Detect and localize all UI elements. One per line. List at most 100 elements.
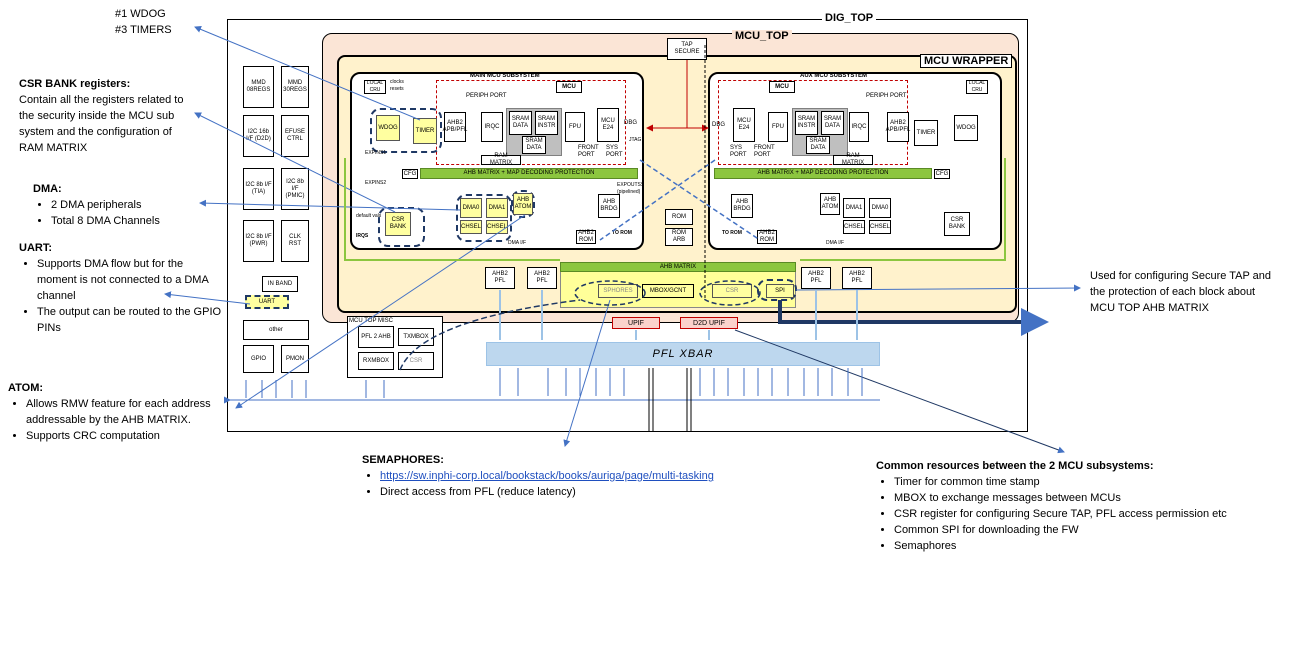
common-note-item: MBOX to exchange messages between MCUs (894, 490, 1266, 506)
main-sram-instr: SRAM INSTR (535, 111, 558, 135)
main-timer: TIMER (413, 118, 437, 144)
main-subsystem-label: MAIN MCU SUBSYSTEM (470, 73, 540, 79)
efuse-block: EFUSE CTRL (281, 115, 309, 157)
common-note-item: Common SPI for downloading the FW (894, 522, 1266, 538)
mcu-wrapper-label: MCU WRAPPER (920, 54, 1013, 68)
aux-ahb2apb: AHB2 APB/PFL (886, 112, 910, 142)
csr-bank-note-title: CSR BANK registers: (19, 78, 131, 90)
aux-to-rom: TO ROM (722, 230, 742, 236)
main-to-rom: TO ROM (612, 230, 632, 236)
aux-chsel-0: CHSEL (869, 220, 891, 234)
dma-note-title: DMA: (33, 183, 62, 195)
aux-ram-matrix: RAM MATRIX (833, 153, 873, 166)
aux-sys-port: SYS PORT (730, 145, 747, 158)
dma-note: DMA: 2 DMA peripherals Total 8 DMA Chann… (33, 181, 203, 229)
main-expins1: EXPINS1 (365, 150, 387, 156)
main-atom-highlight (511, 190, 535, 218)
aux-ahb2-rom: AHB2 ROM (757, 230, 777, 244)
aux-mcu-label: MCU (769, 81, 795, 93)
main-dma-highlight (456, 194, 512, 242)
main-irqc: IRQC (481, 112, 503, 142)
common-note-item: CSR register for configuring Secure TAP,… (894, 506, 1266, 522)
main-default-vals: default vals (356, 213, 382, 219)
common-resources-note: Common resources between the 2 MCU subsy… (876, 458, 1266, 554)
main-chsel-0: CHSEL (460, 220, 482, 234)
main-dma-if: DMA I/F (508, 240, 527, 246)
i2c-pwr-block: I2C 8b I/F (PWR) (243, 220, 274, 262)
main-clocks-resets: clocks resets (390, 79, 404, 92)
secure-tap-leader (795, 284, 1081, 292)
uart-note-item: Supports DMA flow but for the moment is … (37, 256, 224, 304)
green-bus-right (800, 158, 1006, 261)
green-bus-left (344, 158, 560, 261)
common-note-item: Semaphores (894, 538, 1266, 554)
aux-sram-data: SRAM DATA (821, 111, 844, 135)
in-band-block: IN BAND (262, 276, 298, 292)
dma-leader (199, 199, 461, 211)
aux-fpu: FPU (768, 112, 788, 142)
dig-top-label: DIG_TOP (822, 12, 877, 24)
misc-csr-block: CSR (398, 352, 434, 370)
main-sram-data-2: SRAM DATA (522, 136, 546, 154)
main-ahb-brdg: AHB BRDG (598, 194, 620, 218)
rxmbox-block: RXMBOX (358, 352, 394, 370)
tap-secure-block: TAP SECURE (667, 38, 707, 60)
semaphores-link[interactable]: https://sw.inphi-corp.local/bookstack/bo… (380, 470, 714, 482)
semaphores-note-title: SEMAPHORES: (362, 454, 444, 466)
gpio-block: GPIO (243, 345, 274, 373)
csr-bank-note: CSR BANK registers: Contain all the regi… (19, 76, 199, 156)
tap-to-main-dbg (646, 60, 688, 132)
main-dma0: DMA0 (460, 198, 482, 218)
top-spi: SPI (766, 284, 794, 298)
main-csr-bank: CSR BANK (385, 212, 411, 236)
dig-top-frame (227, 19, 1028, 432)
rom-arb-block: ROM ARB (665, 228, 693, 246)
semaphore-dash-link (399, 299, 581, 371)
main-expouts: EXPOUTSS (pipelined) (617, 182, 645, 195)
main-jtag: JTAG (629, 137, 642, 143)
uart-leader (164, 291, 251, 305)
pfl2ahb-block: PFL 2 AHB (358, 326, 394, 348)
top-ahb2pfl-2: AHB2 PFL (527, 267, 557, 289)
d2d-upif-block: D2D UPIF (680, 317, 738, 329)
main-dma1: DMA1 (486, 198, 508, 218)
uart-note-title: UART: (19, 242, 52, 254)
semaphores-leader (563, 299, 611, 447)
main-ram-matrix: RAM MATRIX (481, 153, 521, 166)
main-fpu: FPU (565, 112, 585, 142)
main-ahb2-rom: AHB2 ROM (576, 230, 596, 244)
aux-chsel-1: CHSEL (843, 220, 865, 234)
aux-atom: AHB ATOM (820, 193, 840, 215)
main-cfg: CFG (402, 169, 418, 179)
top-ahb-matrix: AHB MATRIX (560, 262, 796, 272)
aux-dbg: DBG (712, 122, 726, 128)
main-wdog-highlight (370, 108, 442, 153)
aux-subsystem-label: AUX MCU SUBSYSTEM (800, 73, 868, 79)
semaphores-note-item: Direct access from PFL (reduce latency) (380, 484, 782, 500)
top-csr: CSR (712, 284, 752, 298)
mmd30-block: MMD 30REGS (281, 66, 309, 108)
pfl-xbar: PFL XBAR (486, 342, 880, 366)
atom-note: ATOM: Allows RMW feature for each addres… (8, 380, 213, 444)
mcu-top-misc-label: MCU TOP MISC (349, 318, 394, 324)
aux-mcu-e24: MCU E24 (733, 108, 755, 142)
aux-sram-data-2: SRAM DATA (806, 136, 830, 154)
main-mcu-label: MCU (556, 81, 582, 93)
atom-note-item: Allows RMW feature for each address addr… (26, 396, 213, 428)
mcu-top-label: MCU_TOP (732, 30, 792, 42)
main-local-cru: LOCAL CRU (364, 80, 386, 94)
atom-note-title: ATOM: (8, 382, 44, 394)
cross-link-2 (599, 159, 716, 241)
aux-sram-instr: SRAM INSTR (795, 111, 818, 135)
main-atom: AHB ATOM (513, 193, 533, 215)
uart-note-item: The output can be routed to the GPIO PIN… (37, 304, 224, 336)
aux-timer: TIMER (914, 120, 938, 146)
common-leader (734, 329, 1065, 454)
csr-bank-note-body: Contain all the registers related to the… (19, 94, 184, 154)
rom-block: ROM (665, 209, 693, 225)
aux-ahb-brdg: AHB BRDG (731, 194, 753, 218)
i2c-tia-block: I2C 8b I/F (TIA) (243, 168, 274, 210)
cross-link-1 (639, 159, 761, 241)
aux-dma-if: DMA I/F (826, 240, 845, 246)
